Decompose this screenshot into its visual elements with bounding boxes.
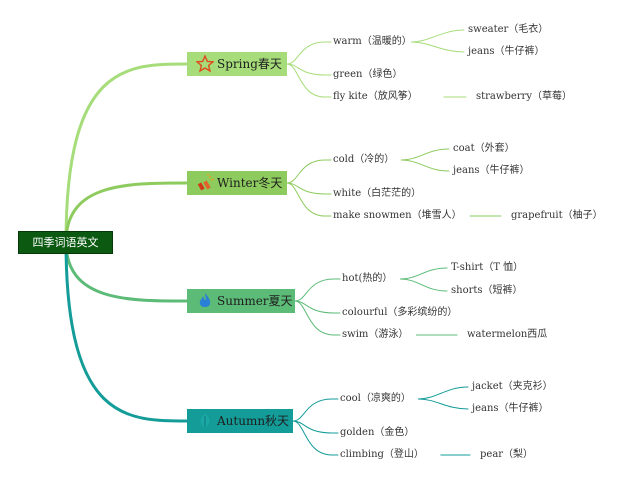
edge-0-0-1 xyxy=(410,41,465,53)
root-node[interactable]: 四季词语英文 xyxy=(18,231,113,254)
edge-2-1 xyxy=(294,300,341,314)
branch-0 xyxy=(64,62,189,244)
item-3-1[interactable]: golden（金色） xyxy=(340,427,415,438)
edge-0-1 xyxy=(286,63,332,76)
edge-1-0-1 xyxy=(400,159,450,172)
item-1-2[interactable]: make snowmen（堆雪人） xyxy=(333,210,462,221)
season-label: Winter冬天 xyxy=(217,176,283,190)
leaf-3-2-0[interactable]: pear（梨） xyxy=(480,449,534,460)
edge-2-0-0 xyxy=(399,267,448,280)
item-1-0[interactable]: cold（冷的） xyxy=(333,154,395,165)
leaf-1-0-0[interactable]: coat（外套） xyxy=(453,143,515,154)
edge-2-0-1 xyxy=(399,278,448,292)
season-label: Autumn秋天 xyxy=(217,414,290,428)
edge-0-0-0 xyxy=(410,29,465,43)
edge-1-0-0 xyxy=(400,148,450,161)
item-0-2[interactable]: fly kite（放风筝） xyxy=(333,91,418,102)
edge-3-1 xyxy=(292,420,339,434)
season-node-1[interactable]: Winter冬天 xyxy=(187,171,287,195)
branch-1 xyxy=(64,181,189,244)
branch-2 xyxy=(64,240,189,303)
edge-1-0 xyxy=(286,159,332,184)
flame-icon xyxy=(199,293,211,307)
edge-3-0-0 xyxy=(417,386,469,400)
leaf-2-2-0[interactable]: watermelon西瓜 xyxy=(467,329,548,340)
item-2-1[interactable]: colourful（多彩缤纷的） xyxy=(342,307,458,318)
leaf-icon xyxy=(200,414,210,428)
item-2-0[interactable]: hot(热的） xyxy=(342,273,393,284)
season-node-2[interactable]: Summer夏天 xyxy=(187,289,295,313)
firecracker-icon xyxy=(197,174,214,191)
leaf-2-0-0[interactable]: T-shirt（T 恤） xyxy=(451,262,524,273)
leaf-1-0-1[interactable]: jeans（牛仔裤） xyxy=(453,165,530,176)
leaf-1-2-0[interactable]: grapefruit（柚子） xyxy=(511,210,603,221)
season-label: Spring春天 xyxy=(217,57,282,71)
edge-3-0-1 xyxy=(417,398,469,410)
leaf-3-0-0[interactable]: jacket（夹克衫） xyxy=(472,381,553,392)
leaf-0-0-1[interactable]: jeans（牛仔裤） xyxy=(468,46,545,57)
edge-2-2 xyxy=(294,300,341,336)
edge-0-0 xyxy=(286,41,332,65)
item-3-2[interactable]: climbing（登山） xyxy=(340,449,424,460)
leaf-0-2-0[interactable]: strawberry（草莓） xyxy=(476,91,572,102)
leaf-2-0-1[interactable]: shorts（短裤） xyxy=(451,285,523,296)
season-node-3[interactable]: Autumn秋天 xyxy=(187,409,293,433)
leaf-0-0-0[interactable]: sweater（毛衣） xyxy=(468,24,549,35)
item-1-1[interactable]: white（白茫茫的） xyxy=(333,188,422,199)
edge-1-2 xyxy=(286,182,332,217)
item-0-0[interactable]: warm（温暖的） xyxy=(333,36,412,47)
star-icon xyxy=(196,55,214,73)
edge-0-2 xyxy=(286,63,332,98)
item-0-1[interactable]: green（绿色） xyxy=(333,69,403,80)
item-3-0[interactable]: cool（凉爽的） xyxy=(340,393,411,404)
branch-3 xyxy=(64,240,189,423)
season-node-0[interactable]: Spring春天 xyxy=(187,52,287,76)
edge-3-0 xyxy=(292,398,339,422)
item-2-2[interactable]: swim（游泳） xyxy=(342,329,409,340)
edge-3-2 xyxy=(292,420,339,456)
season-label: Summer夏天 xyxy=(217,294,293,308)
edge-2-0 xyxy=(294,278,341,302)
edge-1-1 xyxy=(286,182,332,195)
leaf-3-0-1[interactable]: jeans（牛仔裤） xyxy=(472,403,549,414)
